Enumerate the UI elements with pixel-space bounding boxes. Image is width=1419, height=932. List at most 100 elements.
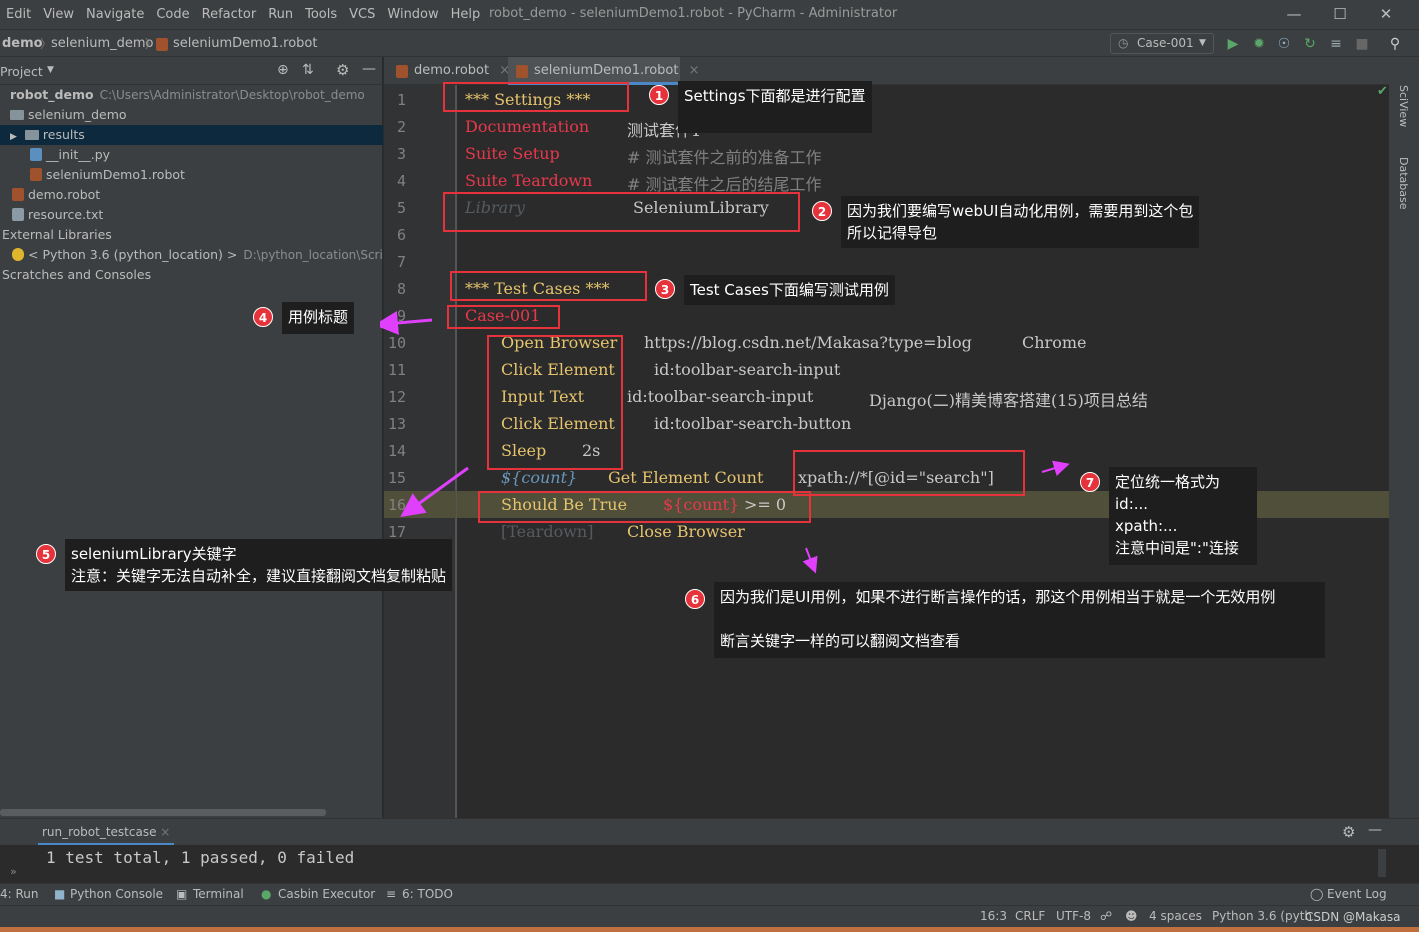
debug-icon[interactable]: ✹ bbox=[1253, 36, 1265, 52]
tab-todo[interactable]: 6: TODO bbox=[402, 887, 453, 901]
horizontal-scrollbar[interactable] bbox=[0, 809, 326, 816]
annotation-badge-7: 7 bbox=[1080, 472, 1100, 492]
file-encoding[interactable]: UTF-8 bbox=[1056, 909, 1091, 923]
hide-icon[interactable]: — bbox=[362, 61, 376, 77]
close-tab-icon[interactable]: × bbox=[499, 63, 511, 78]
console-scrollbar[interactable] bbox=[1378, 849, 1386, 877]
code-line-17[interactable]: [Teardown] bbox=[501, 522, 594, 541]
code-line-16-expr[interactable]: >= 0 bbox=[744, 495, 787, 514]
tree-item-external-libraries[interactable]: External Libraries bbox=[2, 227, 112, 242]
text-file-icon bbox=[12, 208, 24, 221]
code-line-3-comment[interactable]: # 测试套件之前的准备工作 bbox=[627, 148, 822, 167]
minimize-icon[interactable]: — bbox=[1286, 5, 1302, 23]
hide-icon[interactable]: — bbox=[1368, 822, 1382, 838]
code-line-16[interactable]: Should Be True bbox=[501, 495, 628, 514]
sciview-tool[interactable]: SciView bbox=[1397, 85, 1410, 128]
breadcrumb-file[interactable]: seleniumDemo1.robot bbox=[173, 36, 318, 51]
tree-item-python-sdk[interactable]: < Python 3.6 (python_location) >D:\pytho… bbox=[0, 245, 383, 265]
python-console-icon: ■ bbox=[54, 887, 66, 901]
tab-casbin-executor[interactable]: Casbin Executor bbox=[278, 887, 376, 901]
code-line-12-text[interactable]: Django(二)精美博客搭建(15)项目总结 bbox=[869, 391, 1148, 410]
gear-icon[interactable]: ⚙ bbox=[1342, 823, 1356, 841]
tree-item-selenium-demo1[interactable]: seleniumDemo1.robot bbox=[0, 165, 383, 185]
breadcrumb-folder[interactable]: selenium_demo bbox=[51, 36, 154, 51]
code-line-13[interactable]: Click Element bbox=[501, 414, 615, 433]
run-config-select[interactable]: ◷ Case-001 ▼ bbox=[1110, 33, 1214, 54]
coverage-icon[interactable]: ☉ bbox=[1277, 36, 1291, 52]
tree-item-resource[interactable]: resource.txt bbox=[0, 205, 383, 225]
run-icon[interactable]: ▶ bbox=[1227, 36, 1239, 52]
database-tool[interactable]: Database bbox=[1397, 157, 1410, 210]
inspector-icon[interactable]: ☻ bbox=[1125, 909, 1138, 923]
code-line-15-locator[interactable]: xpath://*[@id="search"] bbox=[798, 468, 994, 487]
menu-vcs[interactable]: VCS bbox=[349, 7, 376, 22]
tab-selenium-demo1[interactable]: seleniumDemo1.robot × bbox=[508, 57, 700, 85]
code-line-14[interactable]: Sleep bbox=[501, 441, 547, 460]
lock-icon[interactable]: ☍ bbox=[1100, 909, 1113, 923]
run-console[interactable]: 1 test total, 1 passed, 0 failed » bbox=[0, 845, 1419, 883]
menu-run[interactable]: Run bbox=[268, 7, 294, 22]
code-line-14-value[interactable]: 2s bbox=[582, 441, 601, 460]
python-interpreter[interactable]: Python 3.6 (python_location) bbox=[1212, 909, 1312, 923]
code-line-1[interactable]: *** Settings *** bbox=[465, 90, 591, 109]
code-line-5-value[interactable]: SeleniumLibrary bbox=[633, 198, 769, 217]
project-panel-title[interactable]: Project bbox=[0, 64, 43, 79]
stop-icon[interactable]: ■ bbox=[1355, 36, 1369, 52]
tab-demo-robot[interactable]: demo.robot × bbox=[388, 57, 510, 85]
code-line-11-locator[interactable]: id:toolbar-search-input bbox=[654, 360, 841, 379]
tree-item-scratches[interactable]: Scratches and Consoles bbox=[2, 267, 152, 282]
cursor-position[interactable]: 16:3 bbox=[980, 909, 1007, 923]
tab-run-robot-testcase[interactable]: run_robot_testcase × bbox=[38, 819, 175, 846]
maximize-icon[interactable]: ☐ bbox=[1333, 5, 1347, 23]
code-line-4-comment[interactable]: # 测试套件之后的结尾工作 bbox=[627, 175, 822, 194]
code-line-3[interactable]: Suite Setup bbox=[465, 144, 560, 163]
chevron-down-icon[interactable]: ▼ bbox=[47, 65, 54, 75]
code-line-5[interactable]: Library bbox=[465, 198, 525, 217]
tree-item-results[interactable]: ▶results bbox=[0, 125, 383, 145]
code-line-10-browser[interactable]: Chrome bbox=[1022, 333, 1087, 352]
concurrency-icon[interactable]: ≡ bbox=[1330, 36, 1342, 52]
menu-code[interactable]: Code bbox=[156, 7, 190, 22]
tree-item-selenium-demo[interactable]: selenium_demo bbox=[0, 105, 383, 125]
profile-icon[interactable]: ↻ bbox=[1304, 36, 1316, 52]
tab-event-log[interactable]: Event Log bbox=[1327, 887, 1387, 901]
code-line-10-url[interactable]: https://blog.csdn.net/Makasa?type=blog bbox=[644, 333, 972, 352]
tab-terminal[interactable]: Terminal bbox=[193, 887, 244, 901]
code-line-10[interactable]: Open Browser bbox=[501, 333, 618, 352]
code-line-11[interactable]: Click Element bbox=[501, 360, 615, 379]
code-line-13-locator[interactable]: id:toolbar-search-button bbox=[654, 414, 852, 433]
code-line-9[interactable]: Case-001 bbox=[465, 306, 541, 325]
breadcrumb-project[interactable]: demo bbox=[2, 36, 43, 51]
menu-window[interactable]: Window bbox=[387, 7, 439, 22]
code-line-12[interactable]: Input Text bbox=[501, 387, 585, 406]
tree-item-init-py[interactable]: __init__.py bbox=[0, 145, 383, 165]
menu-edit[interactable]: Edit bbox=[6, 7, 32, 22]
code-line-4[interactable]: Suite Teardown bbox=[465, 171, 593, 190]
close-icon[interactable]: ✕ bbox=[1379, 5, 1393, 23]
close-tab-icon[interactable]: × bbox=[160, 825, 171, 839]
menu-tools[interactable]: Tools bbox=[305, 7, 338, 22]
indent-setting[interactable]: 4 spaces bbox=[1149, 909, 1202, 923]
menu-view[interactable]: View bbox=[43, 7, 75, 22]
code-line-8[interactable]: *** Test Cases *** bbox=[465, 279, 610, 298]
menu-navigate[interactable]: Navigate bbox=[86, 7, 145, 22]
locate-icon[interactable]: ⊕ bbox=[277, 62, 289, 78]
code-line-16-var[interactable]: ${count} bbox=[663, 495, 740, 514]
code-line-2[interactable]: Documentation bbox=[465, 117, 590, 136]
line-separator[interactable]: CRLF bbox=[1015, 909, 1046, 923]
close-tab-icon[interactable]: × bbox=[688, 63, 700, 78]
code-line-15-keyword[interactable]: Get Element Count bbox=[608, 468, 764, 487]
expand-icon[interactable]: » bbox=[10, 865, 17, 878]
tab-run[interactable]: 4: Run bbox=[0, 887, 39, 901]
code-line-17-keyword[interactable]: Close Browser bbox=[627, 522, 745, 541]
code-line-15[interactable]: ${count} bbox=[501, 468, 578, 487]
code-line-12-locator[interactable]: id:toolbar-search-input bbox=[627, 387, 814, 406]
menu-refactor[interactable]: Refactor bbox=[201, 7, 257, 22]
gear-icon[interactable]: ⚙ bbox=[336, 61, 350, 79]
tab-python-console[interactable]: Python Console bbox=[70, 887, 164, 901]
menu-help[interactable]: Help bbox=[450, 7, 481, 22]
tree-item-demo-robot[interactable]: demo.robot bbox=[0, 185, 383, 205]
search-icon[interactable]: ⚲ bbox=[1389, 36, 1401, 52]
collapse-icon[interactable]: ⇅ bbox=[302, 62, 314, 78]
